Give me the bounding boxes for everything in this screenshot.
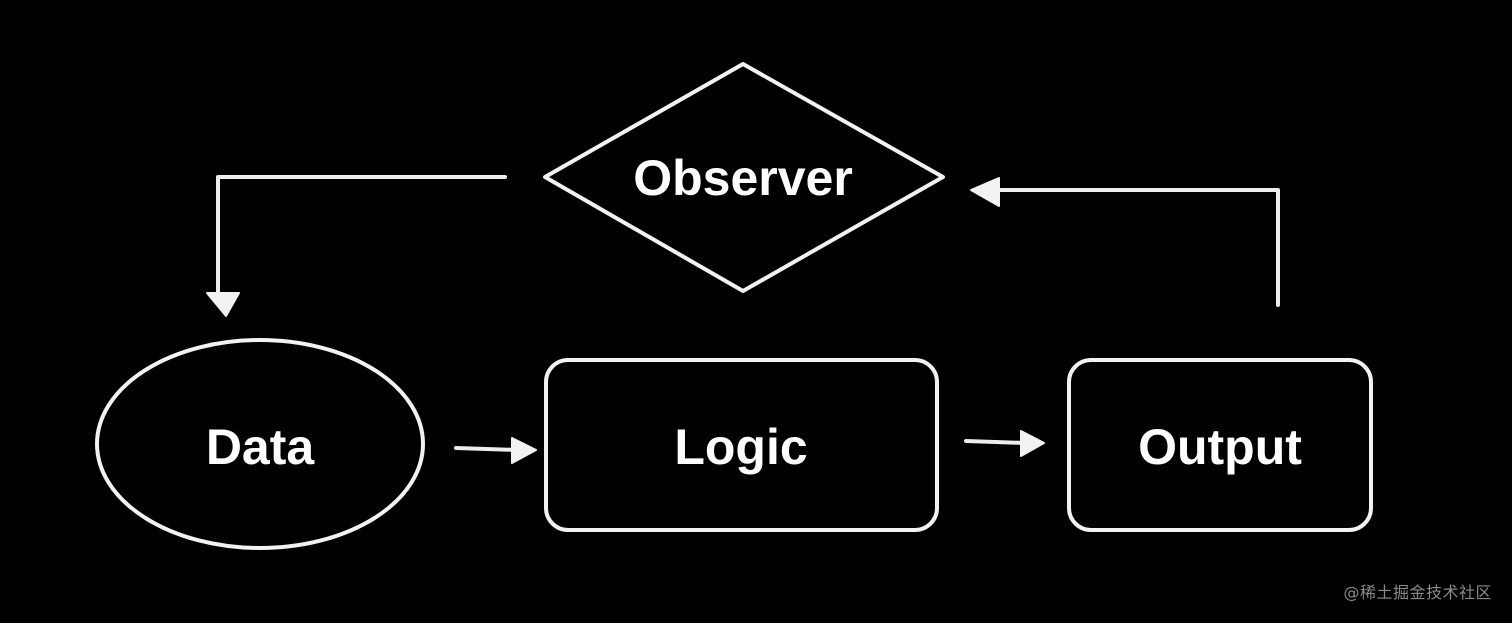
logic-label: Logic: [674, 419, 807, 475]
edge-data-to-logic: [454, 437, 537, 464]
data-node: Data: [95, 338, 425, 550]
edge-logic-to-output-line: [964, 439, 1028, 445]
observer-diamond-shape: [543, 62, 945, 293]
logic-node: Logic: [544, 358, 939, 532]
observer-node: Observer: [543, 62, 945, 293]
edge-data-to-logic-line: [454, 446, 520, 452]
data-ellipse-shape: [95, 338, 425, 550]
edge-observer-to-data: [206, 175, 507, 317]
edge-output-to-observer-line: [994, 188, 1280, 307]
watermark-text: @稀土掘金技术社区: [1343, 583, 1492, 602]
edge-output-to-observer-arrowhead: [970, 177, 1000, 207]
edge-observer-to-data-line: [216, 175, 507, 298]
edge-data-to-logic-arrowhead: [511, 437, 537, 464]
output-node: Output: [1067, 358, 1373, 532]
edge-logic-to-output: [964, 430, 1045, 457]
logic-box-shape: [544, 358, 939, 532]
edge-observer-to-data-arrowhead: [206, 292, 240, 317]
output-label: Output: [1138, 419, 1302, 475]
edge-output-to-observer: [970, 177, 1280, 307]
data-label: Data: [206, 419, 316, 475]
edge-logic-to-output-arrowhead: [1020, 430, 1045, 457]
observer-label: Observer: [633, 150, 853, 206]
output-box-shape: [1067, 358, 1373, 532]
